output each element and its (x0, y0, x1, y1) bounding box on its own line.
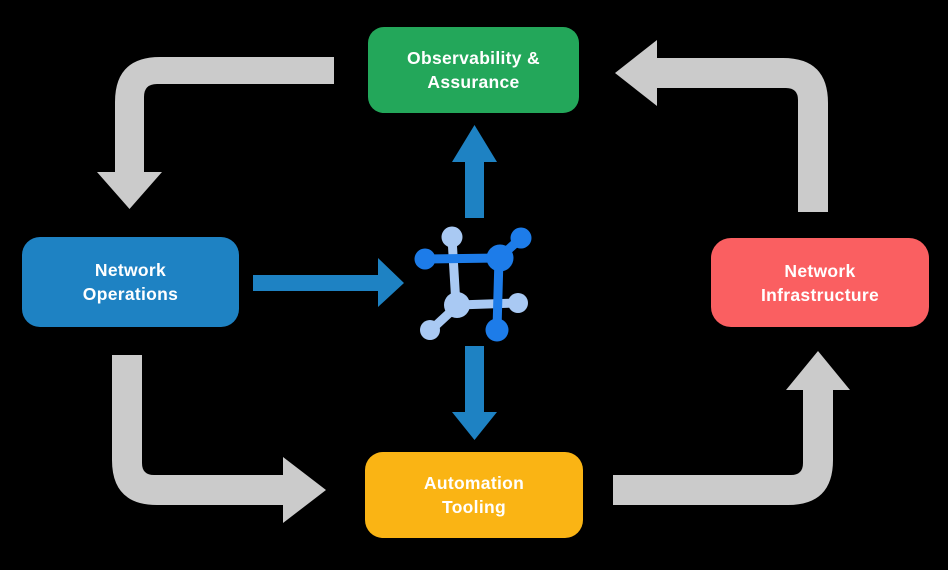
node-label-line: Operations (82, 284, 179, 304)
arrow-center-to-observability (452, 125, 497, 218)
node-network-operations: Network Operations (22, 237, 239, 327)
node-label-line: Network (94, 260, 167, 280)
arrow-infrastructure-to-observability (615, 40, 828, 212)
mesh-dark-nodes (414, 227, 532, 342)
arrow-automation-to-infrastructure (613, 351, 850, 505)
node-automation-tooling: Automation Tooling (365, 452, 583, 538)
arrow-observability-to-operations (97, 57, 334, 209)
node-label-line: Assurance (427, 72, 520, 92)
arrow-center-to-automation (452, 346, 497, 440)
node-label-line: Automation (423, 473, 525, 493)
node-label-line: Observability & (407, 48, 540, 68)
node-network-infrastructure: Network Infrastructure (711, 238, 929, 327)
arrow-operations-to-automation (112, 355, 326, 523)
node-observability-assurance: Observability & Assurance (368, 27, 579, 113)
arrow-operations-to-center (253, 258, 404, 307)
mesh-light-nodes (420, 226, 528, 340)
node-label-line: Infrastructure (761, 284, 879, 305)
node-label-line: Tooling (442, 497, 506, 517)
network-mesh-icon (414, 226, 532, 342)
node-label-line: Network (784, 260, 856, 281)
